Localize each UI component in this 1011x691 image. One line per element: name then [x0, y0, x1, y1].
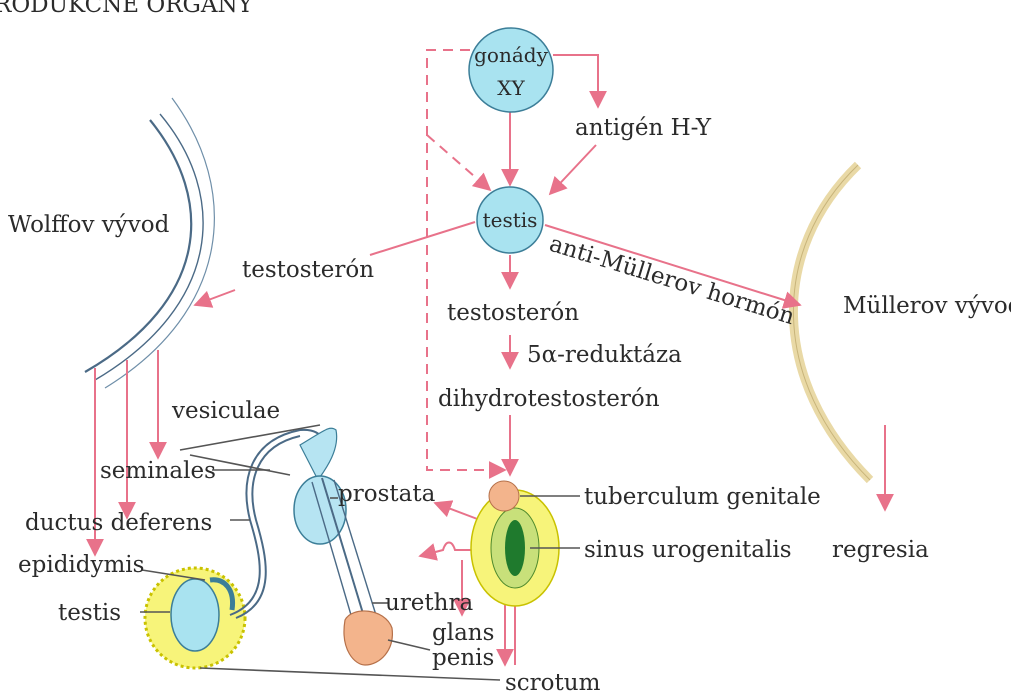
glans-shape [344, 611, 392, 665]
gonads-karyotype: XY [497, 76, 525, 100]
ductus-label: ductus deferens [25, 510, 212, 536]
regresia-label: regresia [832, 537, 929, 563]
tuberculum-label: tuberculum genitale [584, 484, 821, 510]
amh-label: anti-Müllerov hormón [546, 231, 797, 330]
glans-label: glans [432, 620, 494, 646]
testosterone-left-label: testosterón [242, 257, 374, 283]
arrow-sinus-to-prostata [435, 503, 480, 520]
arrow-testosterone-to-wolffian [195, 290, 235, 305]
testis-node: testis [477, 187, 543, 253]
scrotum-label: scrotum [505, 670, 601, 691]
arrow-antigen-to-testis [550, 145, 596, 194]
gonads-label: gonády [474, 43, 548, 67]
wolffian-duct-shape [85, 98, 214, 388]
wolffian-duct-label: Wolffov vývod [8, 212, 170, 238]
antigen-label: antigén H-Y [575, 115, 712, 141]
sinus-label: sinus urogenitalis [584, 537, 792, 563]
arrow-testis-to-testosterone [370, 222, 475, 255]
gonads-xy-node: gonády XY [469, 28, 553, 112]
urethra-label: urethra [385, 590, 473, 616]
embryonic-sinus-illustration [471, 481, 559, 606]
testis-shape [171, 579, 219, 651]
arrow-gonads-to-antigen [553, 55, 598, 107]
dashed-path-to-testis [427, 135, 490, 190]
arrow-sinus-left [420, 543, 472, 557]
vesicula-shape [300, 428, 337, 480]
mullerian-duct-label: Müllerov vývod [843, 293, 1011, 319]
reductase-label: 5α-reduktáza [527, 342, 682, 368]
testis-node-label: testis [483, 208, 538, 232]
page-title: RODUKČNÉ ORGÁNY [0, 0, 254, 18]
seminales-label: seminales [100, 458, 216, 484]
epididymis-label: epididymis [18, 552, 144, 578]
vesiculae-label: vesiculae [171, 398, 280, 424]
prostata-label: prostata [338, 481, 436, 507]
dht-label: dihydrotestosterón [438, 386, 660, 412]
testosterone-center-label: testosterón [447, 300, 579, 326]
penis-label: penis [432, 645, 494, 671]
testis-bottom-label: testis [58, 600, 121, 626]
